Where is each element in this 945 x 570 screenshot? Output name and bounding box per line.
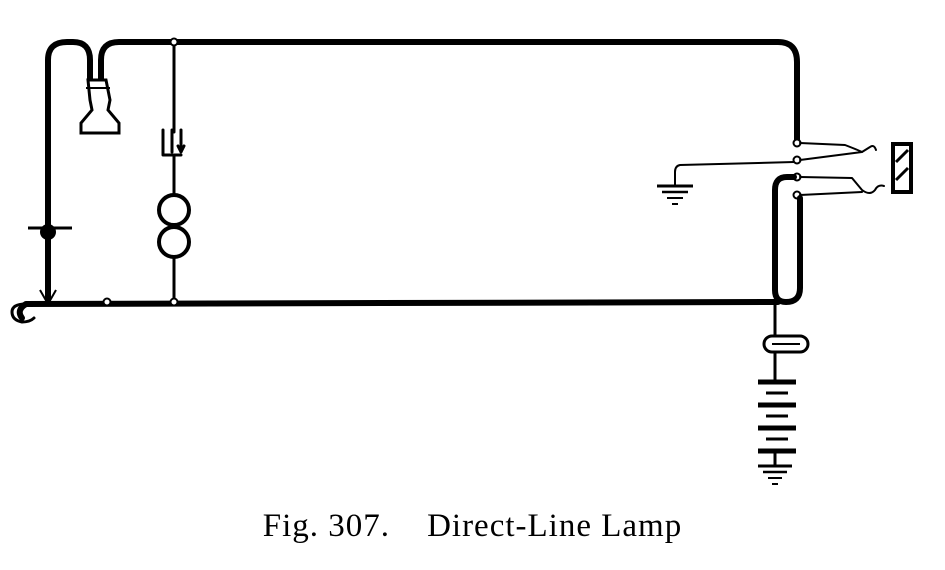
jack-spring-tip xyxy=(799,142,877,153)
junction-node xyxy=(169,297,179,307)
ground-icon xyxy=(758,464,792,485)
lamp-filament xyxy=(894,148,910,164)
line-circuit-loop xyxy=(16,39,800,321)
generator-coil-lower-icon xyxy=(157,225,191,259)
listening-key-icon xyxy=(28,224,72,307)
ringing-branch xyxy=(157,37,191,307)
bottom-conductor xyxy=(16,299,781,321)
junction-node xyxy=(169,37,179,47)
generator-coil-upper-icon xyxy=(157,193,191,227)
jack-spring-ring xyxy=(799,151,863,161)
jack-spring-lower xyxy=(799,191,863,196)
receiver-cord-loop xyxy=(45,39,93,303)
lamp-lead-loop xyxy=(772,174,803,305)
figure-number: Fig. 307. xyxy=(262,508,391,544)
receiver-icon xyxy=(79,78,121,135)
hook-switch-icon xyxy=(10,302,36,324)
junction-node xyxy=(102,297,112,307)
ground-icon xyxy=(657,184,693,205)
battery-branch xyxy=(758,300,810,485)
jack-assembly xyxy=(674,138,913,305)
figure-title: Direct-Line Lamp xyxy=(427,508,683,544)
battery-icon xyxy=(758,379,796,454)
lamp-filament xyxy=(894,166,910,182)
top-conductor xyxy=(98,39,800,143)
figure-caption: Fig. 307. Direct-Line Lamp xyxy=(0,508,945,545)
ground-lead xyxy=(674,161,795,186)
ringing-key-icon xyxy=(161,128,186,157)
jack-spring-sleeve xyxy=(799,176,885,194)
